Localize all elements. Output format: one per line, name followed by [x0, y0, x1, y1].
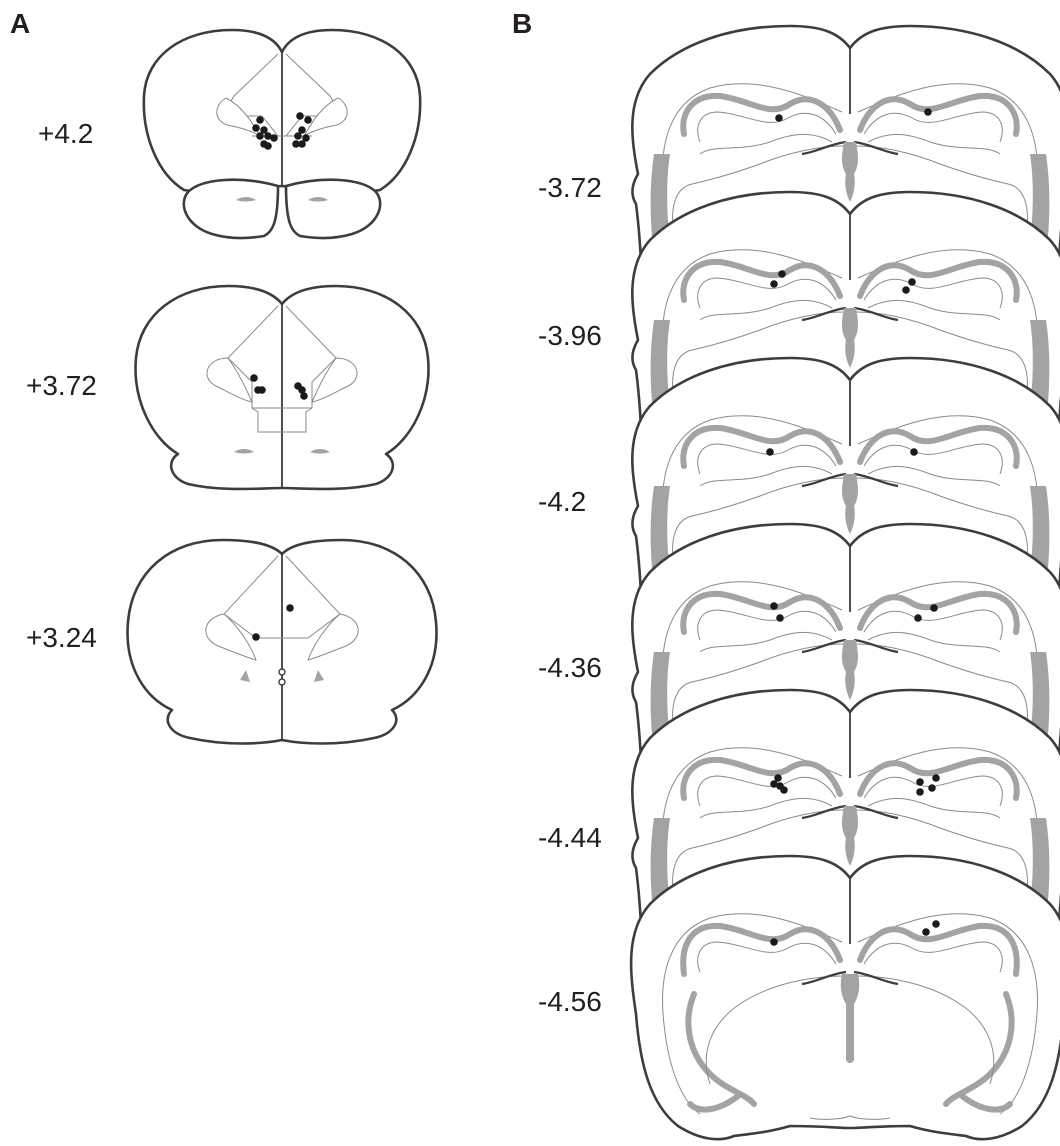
section-a-plus-3-24: [128, 540, 437, 744]
section-b-minus-4-56: [631, 856, 1060, 1139]
section-a-plus-4-2: [144, 30, 420, 238]
section-a-plus-3-72: [136, 286, 429, 489]
